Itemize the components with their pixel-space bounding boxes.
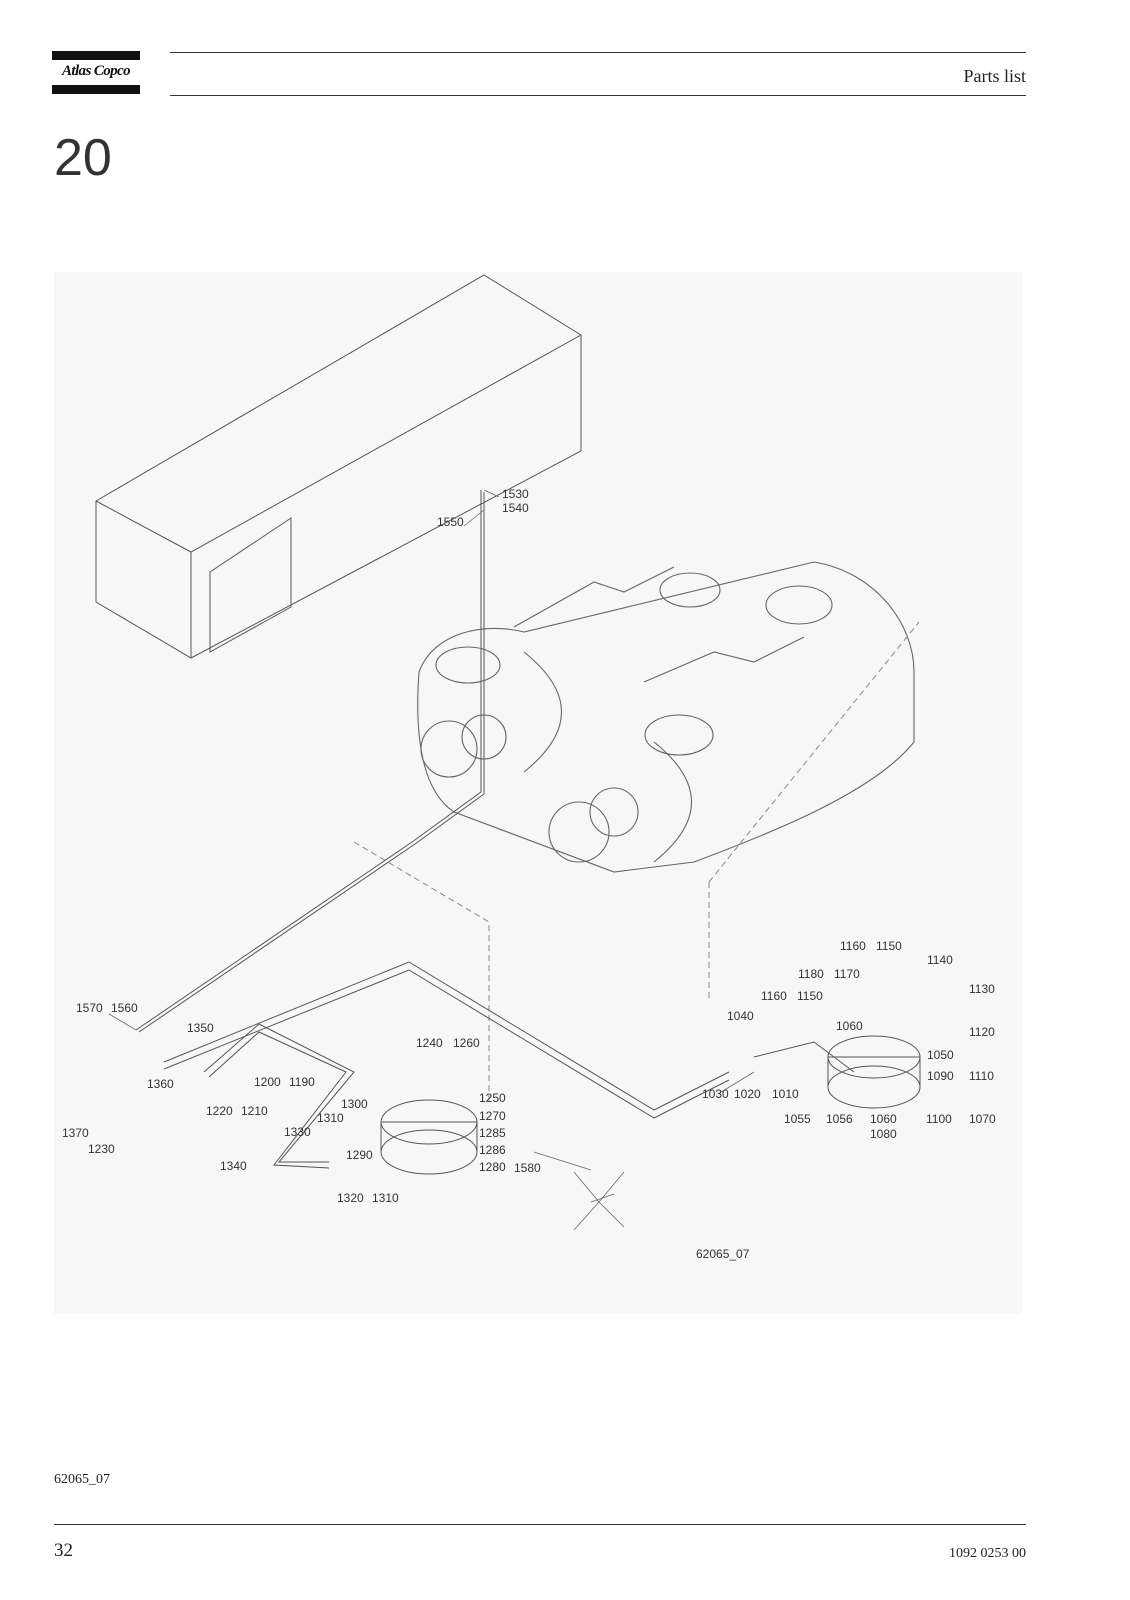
part-label: 1300 bbox=[341, 1097, 368, 1111]
part-label: 1570 bbox=[76, 1001, 103, 1015]
part-label: 1210 bbox=[241, 1104, 268, 1118]
piping bbox=[135, 490, 855, 1169]
part-label: 1180 bbox=[798, 967, 824, 981]
part-label: 1080 bbox=[870, 1127, 897, 1141]
part-label: 1260 bbox=[453, 1036, 480, 1050]
part-label: 1250 bbox=[479, 1091, 506, 1105]
drain-vessels bbox=[380, 1035, 921, 1175]
part-label: 1120 bbox=[969, 1025, 995, 1039]
figure-reference: 62065_07 bbox=[54, 1472, 110, 1487]
part-label: 1280 bbox=[479, 1160, 506, 1174]
cabinet-box bbox=[95, 274, 582, 659]
part-label: 1060 bbox=[870, 1112, 897, 1126]
compressor-elements bbox=[417, 561, 915, 873]
part-label: 1330 bbox=[284, 1125, 311, 1139]
leader-lines bbox=[108, 489, 755, 1203]
part-label: 1150 bbox=[797, 989, 823, 1003]
part-label: 1160 bbox=[840, 939, 866, 953]
part-label: 1230 bbox=[88, 1142, 115, 1156]
dashed-leaders bbox=[353, 621, 920, 1102]
section-number: 20 bbox=[54, 129, 112, 187]
part-label: 1240 bbox=[416, 1036, 443, 1050]
logo-text: Atlas Copco bbox=[62, 63, 131, 79]
part-label: 1580 bbox=[514, 1161, 541, 1175]
header-rule-top bbox=[170, 52, 1026, 53]
part-label: 1320 bbox=[337, 1191, 364, 1205]
part-label: 1050 bbox=[927, 1048, 954, 1062]
part-label: 1220 bbox=[206, 1104, 233, 1118]
part-label: 1560 bbox=[111, 1001, 138, 1015]
part-label: 1040 bbox=[727, 1009, 754, 1023]
part-label: 1310 bbox=[372, 1191, 399, 1205]
wiring-harness bbox=[573, 1171, 625, 1231]
part-label: 1340 bbox=[220, 1159, 247, 1173]
part-label: 1200 bbox=[254, 1075, 281, 1089]
part-label: 1270 bbox=[479, 1109, 506, 1123]
part-label: 1060 bbox=[836, 1019, 863, 1033]
footer-rule bbox=[54, 1524, 1026, 1525]
document-number: 1092 0253 00 bbox=[949, 1546, 1026, 1561]
part-label: 1285 bbox=[479, 1126, 506, 1140]
part-label: 1055 bbox=[784, 1112, 811, 1126]
part-label: 1550 bbox=[437, 515, 464, 529]
part-label: 1090 bbox=[927, 1069, 954, 1083]
part-label: 1286 bbox=[479, 1143, 506, 1157]
part-label: 1160 bbox=[761, 989, 787, 1003]
header-rule-bottom bbox=[170, 95, 1026, 96]
part-label: 1020 bbox=[734, 1087, 761, 1101]
logo-bar-bottom bbox=[52, 85, 140, 94]
part-label: 1030 bbox=[702, 1087, 729, 1101]
page-header-title: Parts list bbox=[963, 66, 1026, 86]
part-label: 1056 bbox=[826, 1112, 853, 1126]
part-label: 1130 bbox=[969, 982, 995, 996]
atlas-copco-logo: Atlas Copco bbox=[52, 51, 140, 94]
part-label: 1100 bbox=[926, 1112, 952, 1126]
page-number: 32 bbox=[54, 1540, 73, 1561]
part-label: 1370 bbox=[62, 1126, 89, 1140]
part-label: 1350 bbox=[187, 1021, 214, 1035]
part-label: 1530 bbox=[502, 487, 529, 501]
part-label: 1360 bbox=[147, 1077, 174, 1091]
logo-bar-top bbox=[52, 51, 140, 60]
part-label: 1170 bbox=[834, 967, 860, 981]
part-label: 1150 bbox=[876, 939, 902, 953]
part-label: 1140 bbox=[927, 953, 953, 967]
part-label: 1110 bbox=[969, 1069, 994, 1083]
part-label: 1310 bbox=[317, 1111, 344, 1125]
part-label: 1190 bbox=[289, 1075, 315, 1089]
part-label: 1010 bbox=[772, 1087, 799, 1101]
part-label: 1070 bbox=[969, 1112, 996, 1126]
part-label: 1540 bbox=[502, 501, 529, 515]
diagram-reference-label: 62065_07 bbox=[696, 1247, 750, 1261]
part-label: 1290 bbox=[346, 1148, 373, 1162]
